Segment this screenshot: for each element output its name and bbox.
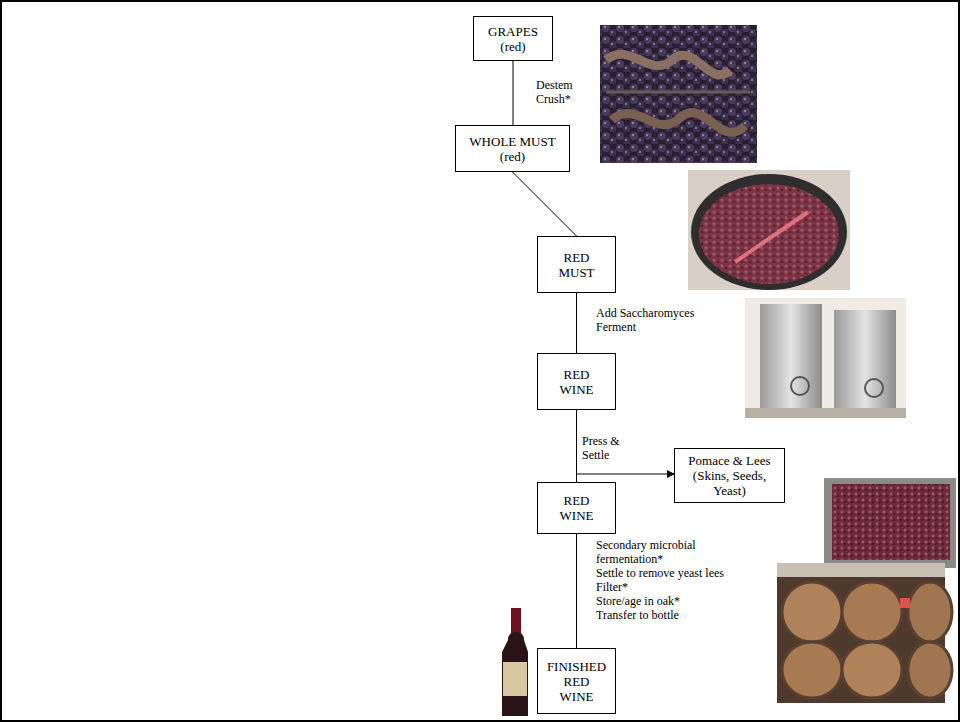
box-label: RED WINE (552, 367, 602, 397)
oak-barrels-photo (777, 563, 952, 703)
step-label: Add Saccharomyces Ferment (596, 306, 716, 334)
step-label: Press & Settle (582, 434, 628, 462)
process-box: FINISHED RED WINE (537, 648, 616, 714)
flow-line (577, 410, 675, 474)
wine-bottle-photo (502, 608, 528, 716)
grapes-photo (600, 25, 757, 163)
box-label: RED MUST (552, 250, 602, 280)
step-label: Filter* (596, 580, 628, 594)
box-label: WHOLE MUST (red) (463, 134, 563, 164)
process-box: RED WINE (537, 353, 616, 410)
pomace-bin-photo (824, 478, 956, 568)
process-box: WHOLE MUST (red) (455, 125, 570, 172)
step-label: Store/age in oak* (596, 594, 680, 608)
flow-line (576, 293, 577, 353)
flow-line (576, 410, 577, 482)
fermentation-tank-photo (745, 298, 906, 418)
flow-line (576, 534, 577, 648)
flow-line (513, 61, 514, 125)
must-vat-photo (688, 170, 850, 290)
process-box: GRAPES (red) (473, 16, 553, 61)
box-label: FINISHED RED WINE (546, 659, 608, 704)
step-label: Settle to remove yeast lees (596, 566, 724, 580)
process-box: RED WINE (537, 482, 616, 534)
box-label: GRAPES (red) (485, 24, 541, 54)
box-label: Pomace & Lees (Skins, Seeds, Yeast) (680, 453, 779, 498)
step-label: Destem Crush* (536, 78, 588, 106)
box-label: RED WINE (552, 493, 602, 523)
step-label: Transfer to bottle (596, 608, 679, 622)
process-box: Pomace & Lees (Skins, Seeds, Yeast) (674, 448, 785, 503)
step-label: Secondary microbial fermentation* (596, 538, 718, 566)
process-box: RED MUST (537, 236, 616, 293)
flow-line (513, 172, 577, 236)
